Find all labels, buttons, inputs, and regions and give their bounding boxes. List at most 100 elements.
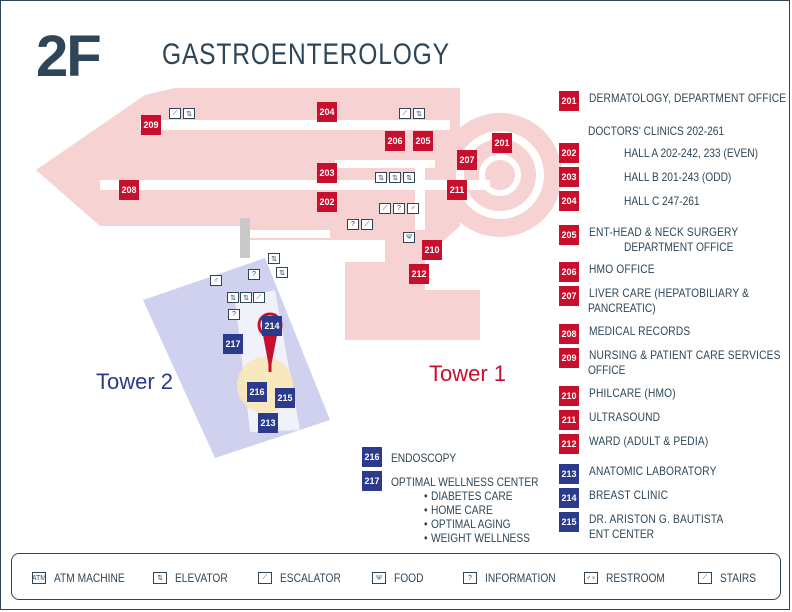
elevator-icon: ⇅ [375,172,387,183]
legend-203-label: HALL B 201-243 (ODD) [624,170,732,184]
skybridge [240,218,250,258]
information-icon: ? [228,309,240,320]
legend-217-label: OPTIMAL WELLNESS CENTER [391,475,539,489]
room-204-marker: 204 [317,102,337,122]
room-215-swatch: 215 [559,512,579,532]
room-202-marker: 202 [317,192,337,212]
legend-212-label: WARD (ADULT & PEDIA) [589,434,709,448]
room-207-marker: 207 [457,150,477,170]
legend-208-label: MEDICAL RECORDS [589,324,691,338]
legend-216-label: ENDOSCOPY [391,451,457,465]
elevator-icon: ⇅ [276,267,288,278]
information-icon: ? [393,203,405,214]
elevator-icon: ⇅ [227,292,239,303]
room-212-marker: 212 [409,264,429,284]
floor-number: 2F [36,24,102,89]
food-icon: Ψ [403,232,415,243]
key-atm: ATM ATM MACHINE [32,570,137,586]
information-icon: ? [248,269,260,280]
room-216-swatch: 216 [362,447,382,467]
room-203-swatch: 203 [559,167,579,187]
legend-209-label: NURSING & PATIENT CARE SERVICES [589,348,781,362]
room-217-swatch: 217 [362,471,382,491]
room-204-swatch: 204 [559,191,579,211]
key-information-label: INFORMATION [485,571,556,585]
room-211-marker: 211 [447,180,467,200]
legend-215-label: DR. ARISTON G. BAUTISTA [589,512,724,526]
legend-215-label-2: ENT CENTER [589,527,654,541]
clinics-heading: DOCTORS' CLINICS 202-261 [588,124,725,138]
room-213-swatch: 213 [559,464,579,484]
room-209-marker: 209 [141,115,161,135]
escalator-icon: ⟋ [258,572,272,584]
legend-206-label: HMO OFFICE [589,262,655,276]
escalator-icon: ⟋ [361,219,373,230]
room-208-marker: 208 [119,180,139,200]
room-206-swatch: 206 [559,262,579,282]
list-item: HOME CARE [424,503,530,517]
room-209-swatch: 209 [559,348,579,368]
key-food: Ψ FOOD [372,570,429,586]
key-restroom-label: RESTROOM [606,571,665,585]
elevator-icon: ⇅ [153,572,167,584]
room-216-marker: 216 [247,382,267,402]
legend-209-label-2: OFFICE [588,363,626,377]
tower2-floor-area [143,258,330,458]
legend-202-label: HALL A 202-242, 233 (EVEN) [624,146,759,160]
room-206-marker: 206 [385,131,405,151]
key-elevator: ⇅ ELEVATOR [153,570,237,586]
list-item: OPTIMAL AGING [424,517,530,531]
legend-211-label: ULTRASOUND [589,410,661,424]
legend-214-label: BREAST CLINIC [589,488,669,502]
room-210-marker: 210 [422,240,442,260]
elevator-icon: ⇅ [413,108,425,119]
legend-213-label: ANATOMIC LABORATORY [589,464,717,478]
key-stairs: ⟋ STAIRS [698,570,762,586]
list-item: WEIGHT WELLNESS [424,531,530,545]
room-207-swatch: 207 [559,286,579,306]
escalator-icon: ⟋ [399,108,411,119]
room-214-marker: 214 [262,316,282,336]
key-escalator: ⟋ ESCALATOR [258,570,352,586]
room-201-swatch: 201 [559,91,579,111]
stairs-icon: ⟋ [698,572,712,584]
escalator-icon: ⟋ [169,108,181,119]
legend-201-label: DERMATOLOGY, DEPARTMENT OFFICE [589,91,787,105]
legend-205-label-2: DEPARTMENT OFFICE [624,240,734,254]
escalator-icon: ⟋ [379,203,391,214]
restroom-icon: ♂♀ [584,572,598,584]
key-elevator-label: ELEVATOR [175,571,228,585]
atm-icon: ATM [32,572,46,584]
legend-210-label: PHILCARE (HMO) [589,386,676,400]
escalator-icon: ⟋ [253,292,265,303]
key-information: ? INFORMATION [463,570,568,586]
list-item: DIABETES CARE [424,489,530,503]
room-203-marker: 203 [317,163,337,183]
tower-1-label: Tower 1 [429,361,507,386]
room-217-marker: 217 [223,334,243,354]
elevator-icon: ⇅ [403,172,415,183]
key-escalator-label: ESCALATOR [280,571,341,585]
elevator-icon: ⇅ [240,292,252,303]
room-211-swatch: 211 [559,410,579,430]
tower-2-label: Tower 2 [96,369,174,394]
legend-204-label: HALL C 247-261 [624,194,700,208]
elevator-icon: ⇅ [389,172,401,183]
key-atm-label: ATM MACHINE [54,571,125,585]
room-215-marker: 215 [275,388,295,408]
room-202-swatch: 202 [559,143,579,163]
icon-key-box [11,553,781,600]
key-stairs-label: STAIRS [720,571,757,585]
legend-207-label: LIVER CARE (HEPATOBILIARY & [589,286,750,300]
room-205-swatch: 205 [559,225,579,245]
restroom-icon: ♂ [210,275,222,286]
restroom-icon: ♂ [407,203,419,214]
elevator-icon: ⇅ [268,253,280,264]
room-212-swatch: 212 [559,434,579,454]
elevator-icon: ⇅ [183,108,195,119]
room-201-marker: 201 [492,133,512,153]
department-title: GASTROENTEROLOGY [162,38,450,71]
food-icon: Ψ [372,572,386,584]
information-icon: ? [347,219,359,230]
